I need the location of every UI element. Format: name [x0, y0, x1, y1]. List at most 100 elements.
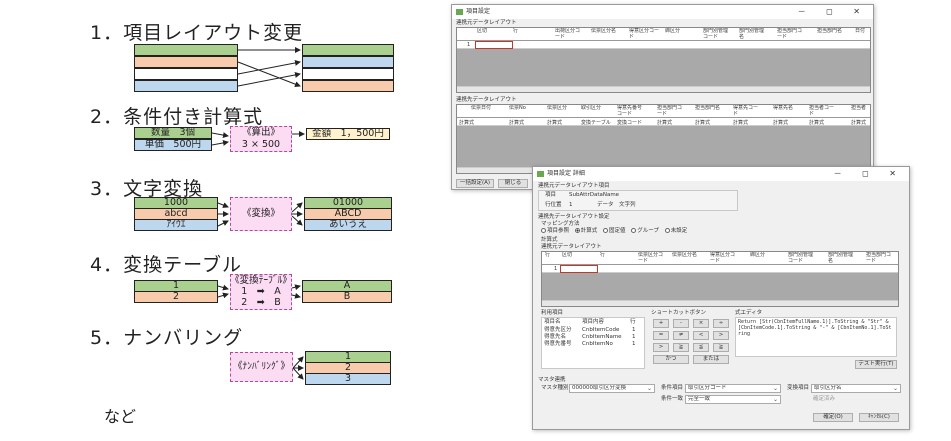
source-layout-grid[interactable]: 区切 行 出荷区分コード 伝票区分名 得意区分コード 締区分 部門別管理コード …: [456, 27, 871, 93]
column-header[interactable]: 得意先番号コード: [617, 105, 643, 117]
shortcut-less-button[interactable]: <: [693, 331, 709, 340]
shortcut-plus-button[interactable]: +: [653, 319, 669, 328]
column-header[interactable]: 部門別管理名: [828, 252, 854, 264]
output-item-select[interactable]: 取引区分名⌄: [811, 384, 901, 393]
condition-item-select[interactable]: 取引区分コード⌄: [685, 384, 781, 393]
column-header[interactable]: 締区分: [750, 252, 766, 258]
column-header[interactable]: 担当部門コード: [657, 105, 683, 117]
grid-cell[interactable]: 計算式: [851, 120, 867, 126]
master-type-select[interactable]: 000000取引区分変換⌄: [569, 384, 655, 393]
column-header[interactable]: 担当部門コード: [777, 28, 803, 40]
shortcut-or-button[interactable]: または: [693, 355, 729, 364]
column-header[interactable]: 行: [513, 28, 519, 34]
radio-group[interactable]: グループ: [631, 228, 659, 234]
list-item[interactable]: 項目内容: [582, 319, 605, 325]
column-header[interactable]: 担当者: [851, 105, 867, 111]
list-item[interactable]: 得意先番号: [544, 341, 572, 347]
shortcut-minus-button[interactable]: -: [673, 319, 689, 328]
radio-fixed[interactable]: 固定値: [603, 228, 626, 234]
formula-editor[interactable]: Return [Str(CbnItemFullName.1)].ToString…: [735, 317, 897, 357]
column-header[interactable]: 出荷区分コード: [555, 28, 581, 40]
column-header[interactable]: 伝票区分コード: [638, 252, 664, 264]
column-header[interactable]: 区切: [562, 252, 573, 258]
column-header[interactable]: 得意区分コード: [710, 252, 736, 264]
radio-unset[interactable]: 未設定: [664, 228, 687, 234]
column-header[interactable]: 得意先コード: [733, 105, 759, 117]
shortcut-lte-button[interactable]: ≦: [693, 343, 709, 352]
column-header[interactable]: 伝票区分名: [591, 28, 617, 34]
grid-cell[interactable]: 計算式: [773, 120, 789, 126]
column-header[interactable]: 行: [600, 252, 606, 258]
list-item[interactable]: 得意先名: [544, 334, 567, 340]
column-header[interactable]: 区切: [477, 28, 488, 34]
column-header[interactable]: 取引区分: [581, 105, 602, 111]
window-titlebar: 項目設定 詳細 － ◻ ✕: [533, 167, 909, 181]
horizontal-scrollbar[interactable]: [542, 300, 898, 306]
shortcut-notequal-button[interactable]: ≠: [673, 331, 689, 340]
window-controls[interactable]: － ◻ ✕: [833, 169, 905, 178]
column-header[interactable]: 担当部門名: [817, 28, 843, 34]
shortcut-divide-button[interactable]: ÷: [713, 319, 729, 328]
shortcut-greater-button[interactable]: >: [713, 331, 729, 340]
formula-source-grid[interactable]: 行 区切 行 伝票区分コード 伝票区分名 得意区分コード 締区分 部門別管理コー…: [541, 251, 899, 307]
column-header[interactable]: 伝票日付: [471, 105, 492, 111]
list-item[interactable]: 得意先区分: [544, 327, 572, 333]
selected-cell[interactable]: [560, 265, 598, 273]
selected-cell[interactable]: [475, 41, 513, 49]
column-header[interactable]: 担当者コード: [809, 105, 835, 117]
shortcut-and-button[interactable]: かつ: [653, 355, 689, 364]
shortcut-gt-button[interactable]: >: [653, 343, 669, 352]
shortcut-equal-button[interactable]: =: [653, 331, 669, 340]
column-header[interactable]: 伝票区分: [547, 105, 568, 111]
bulk-settings-button[interactable]: 一括設定(A): [456, 179, 494, 188]
shortcut-multiply-button[interactable]: ×: [693, 319, 709, 328]
cancel-button[interactable]: ｷｬﾝｾﾙ(C): [859, 413, 899, 422]
column-header[interactable]: 得意先名: [773, 105, 794, 111]
column-header[interactable]: 締区分: [665, 28, 681, 34]
ok-button[interactable]: 確定(O): [813, 413, 853, 422]
condition-match-select[interactable]: 完全一致⌄: [685, 395, 781, 404]
grid-cell[interactable]: 計算式: [509, 120, 525, 126]
column-header[interactable]: 得意区分コード: [629, 28, 660, 40]
shortcut-gte-button[interactable]: ≧: [673, 343, 689, 352]
items-list[interactable]: 項目名 項目内容 行 得意先区分 CnbItemCode 1 得意先名 CnbI…: [541, 317, 645, 369]
list-item[interactable]: 1: [632, 334, 636, 340]
section-title-conditional-calc: 2．条件付き計算式: [90, 106, 264, 128]
shortcut-gte2-button[interactable]: ≧: [713, 343, 729, 352]
grid-cell[interactable]: 変換コード: [617, 120, 643, 126]
close-button[interactable]: 閉じる: [498, 179, 528, 188]
column-header[interactable]: 部門別管理名: [739, 28, 765, 40]
list-item[interactable]: 1: [632, 341, 636, 347]
grid-cell[interactable]: 計算式: [657, 120, 673, 126]
grid-cell[interactable]: 計算式: [459, 120, 475, 126]
table-row[interactable]: 計算式 計算式 計算式 変換テーブル 変換コード 計算式 計算式 計算式 計算式…: [457, 118, 870, 126]
target-layout-grid[interactable]: 伝票日付 伝票No 伝票区分 取引区分 得意先番号コード 担当部門コード 担当部…: [456, 104, 871, 174]
column-header[interactable]: 担当部門名: [695, 105, 721, 111]
test-run-button[interactable]: テスト実行(T): [855, 360, 897, 369]
grid-cell[interactable]: 変換テーブル: [581, 120, 611, 126]
list-item[interactable]: 1: [632, 327, 636, 333]
grid-cell[interactable]: 計算式: [733, 120, 749, 126]
column-header[interactable]: 部門別管理コード: [788, 252, 814, 264]
column-header[interactable]: 行: [545, 252, 551, 258]
formula-text[interactable]: Return [Str(CbnItemFullName.1)].ToString…: [738, 319, 892, 337]
table-row[interactable]: 1: [457, 41, 870, 49]
column-header[interactable]: 伝票区分名: [672, 252, 698, 258]
table-row[interactable]: 1: [542, 265, 898, 273]
column-header[interactable]: 日付: [855, 28, 866, 34]
horizontal-scrollbar[interactable]: [457, 86, 870, 92]
radio-item-ref[interactable]: 項目参照: [541, 228, 569, 234]
grid-cell[interactable]: 計算式: [695, 120, 711, 126]
list-item[interactable]: CnbItemNo: [582, 341, 613, 347]
list-item[interactable]: 項目名: [544, 319, 561, 325]
list-item[interactable]: 行: [630, 319, 636, 325]
grid-cell[interactable]: 計算式: [547, 120, 563, 126]
column-header[interactable]: 伝票No: [509, 105, 526, 111]
list-item[interactable]: CnbItemName: [582, 334, 622, 340]
grid-cell[interactable]: 計算式: [809, 120, 825, 126]
list-item[interactable]: CnbItemCode: [582, 327, 620, 333]
window-controls[interactable]: － ◻ ✕: [797, 7, 869, 16]
radio-formula[interactable]: 計算式: [574, 228, 597, 234]
column-header[interactable]: 担当部門コード: [866, 252, 892, 264]
column-header[interactable]: 部門別管理コード: [703, 28, 729, 40]
